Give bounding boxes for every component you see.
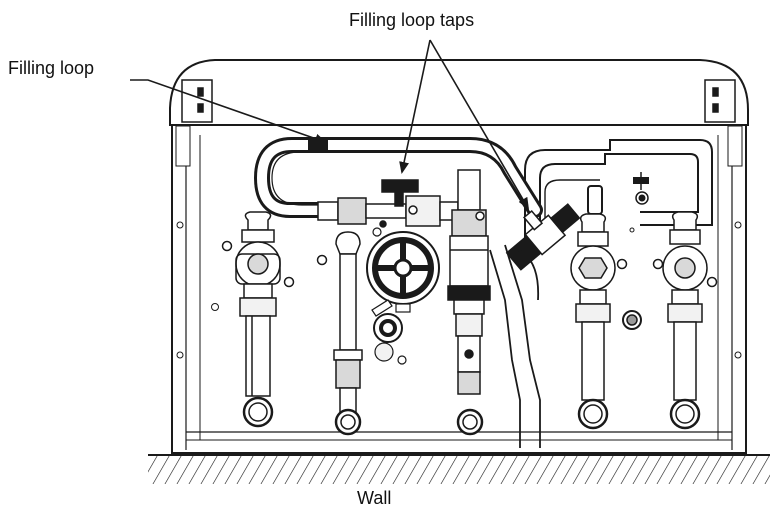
label-wall: Wall: [357, 488, 392, 508]
top-mounting-lugs: [175, 79, 743, 167]
valve-pipe-2: [316, 231, 363, 436]
internal-pipework-right: [524, 139, 713, 240]
pressure-gauge: [366, 227, 440, 365]
wall: [148, 454, 770, 486]
valve-left: [221, 211, 295, 428]
valve-center: [447, 169, 491, 436]
arrow-filling-loop: [130, 79, 327, 144]
annotation-arrows: [130, 39, 530, 210]
wall-hatch-icon: [148, 455, 770, 485]
valve-right-1: [570, 213, 642, 430]
arrow-tap-left: [399, 39, 431, 174]
flexible-pipe: [489, 244, 541, 448]
label-filling-loop-taps: Filling loop taps: [349, 10, 475, 30]
side-screws: [176, 221, 742, 359]
valve-right-2: [652, 211, 718, 430]
label-filling-loop: Filling loop: [8, 58, 95, 78]
arrow-tap-right: [429, 39, 530, 210]
filling-loop-tap-left: [317, 179, 459, 228]
